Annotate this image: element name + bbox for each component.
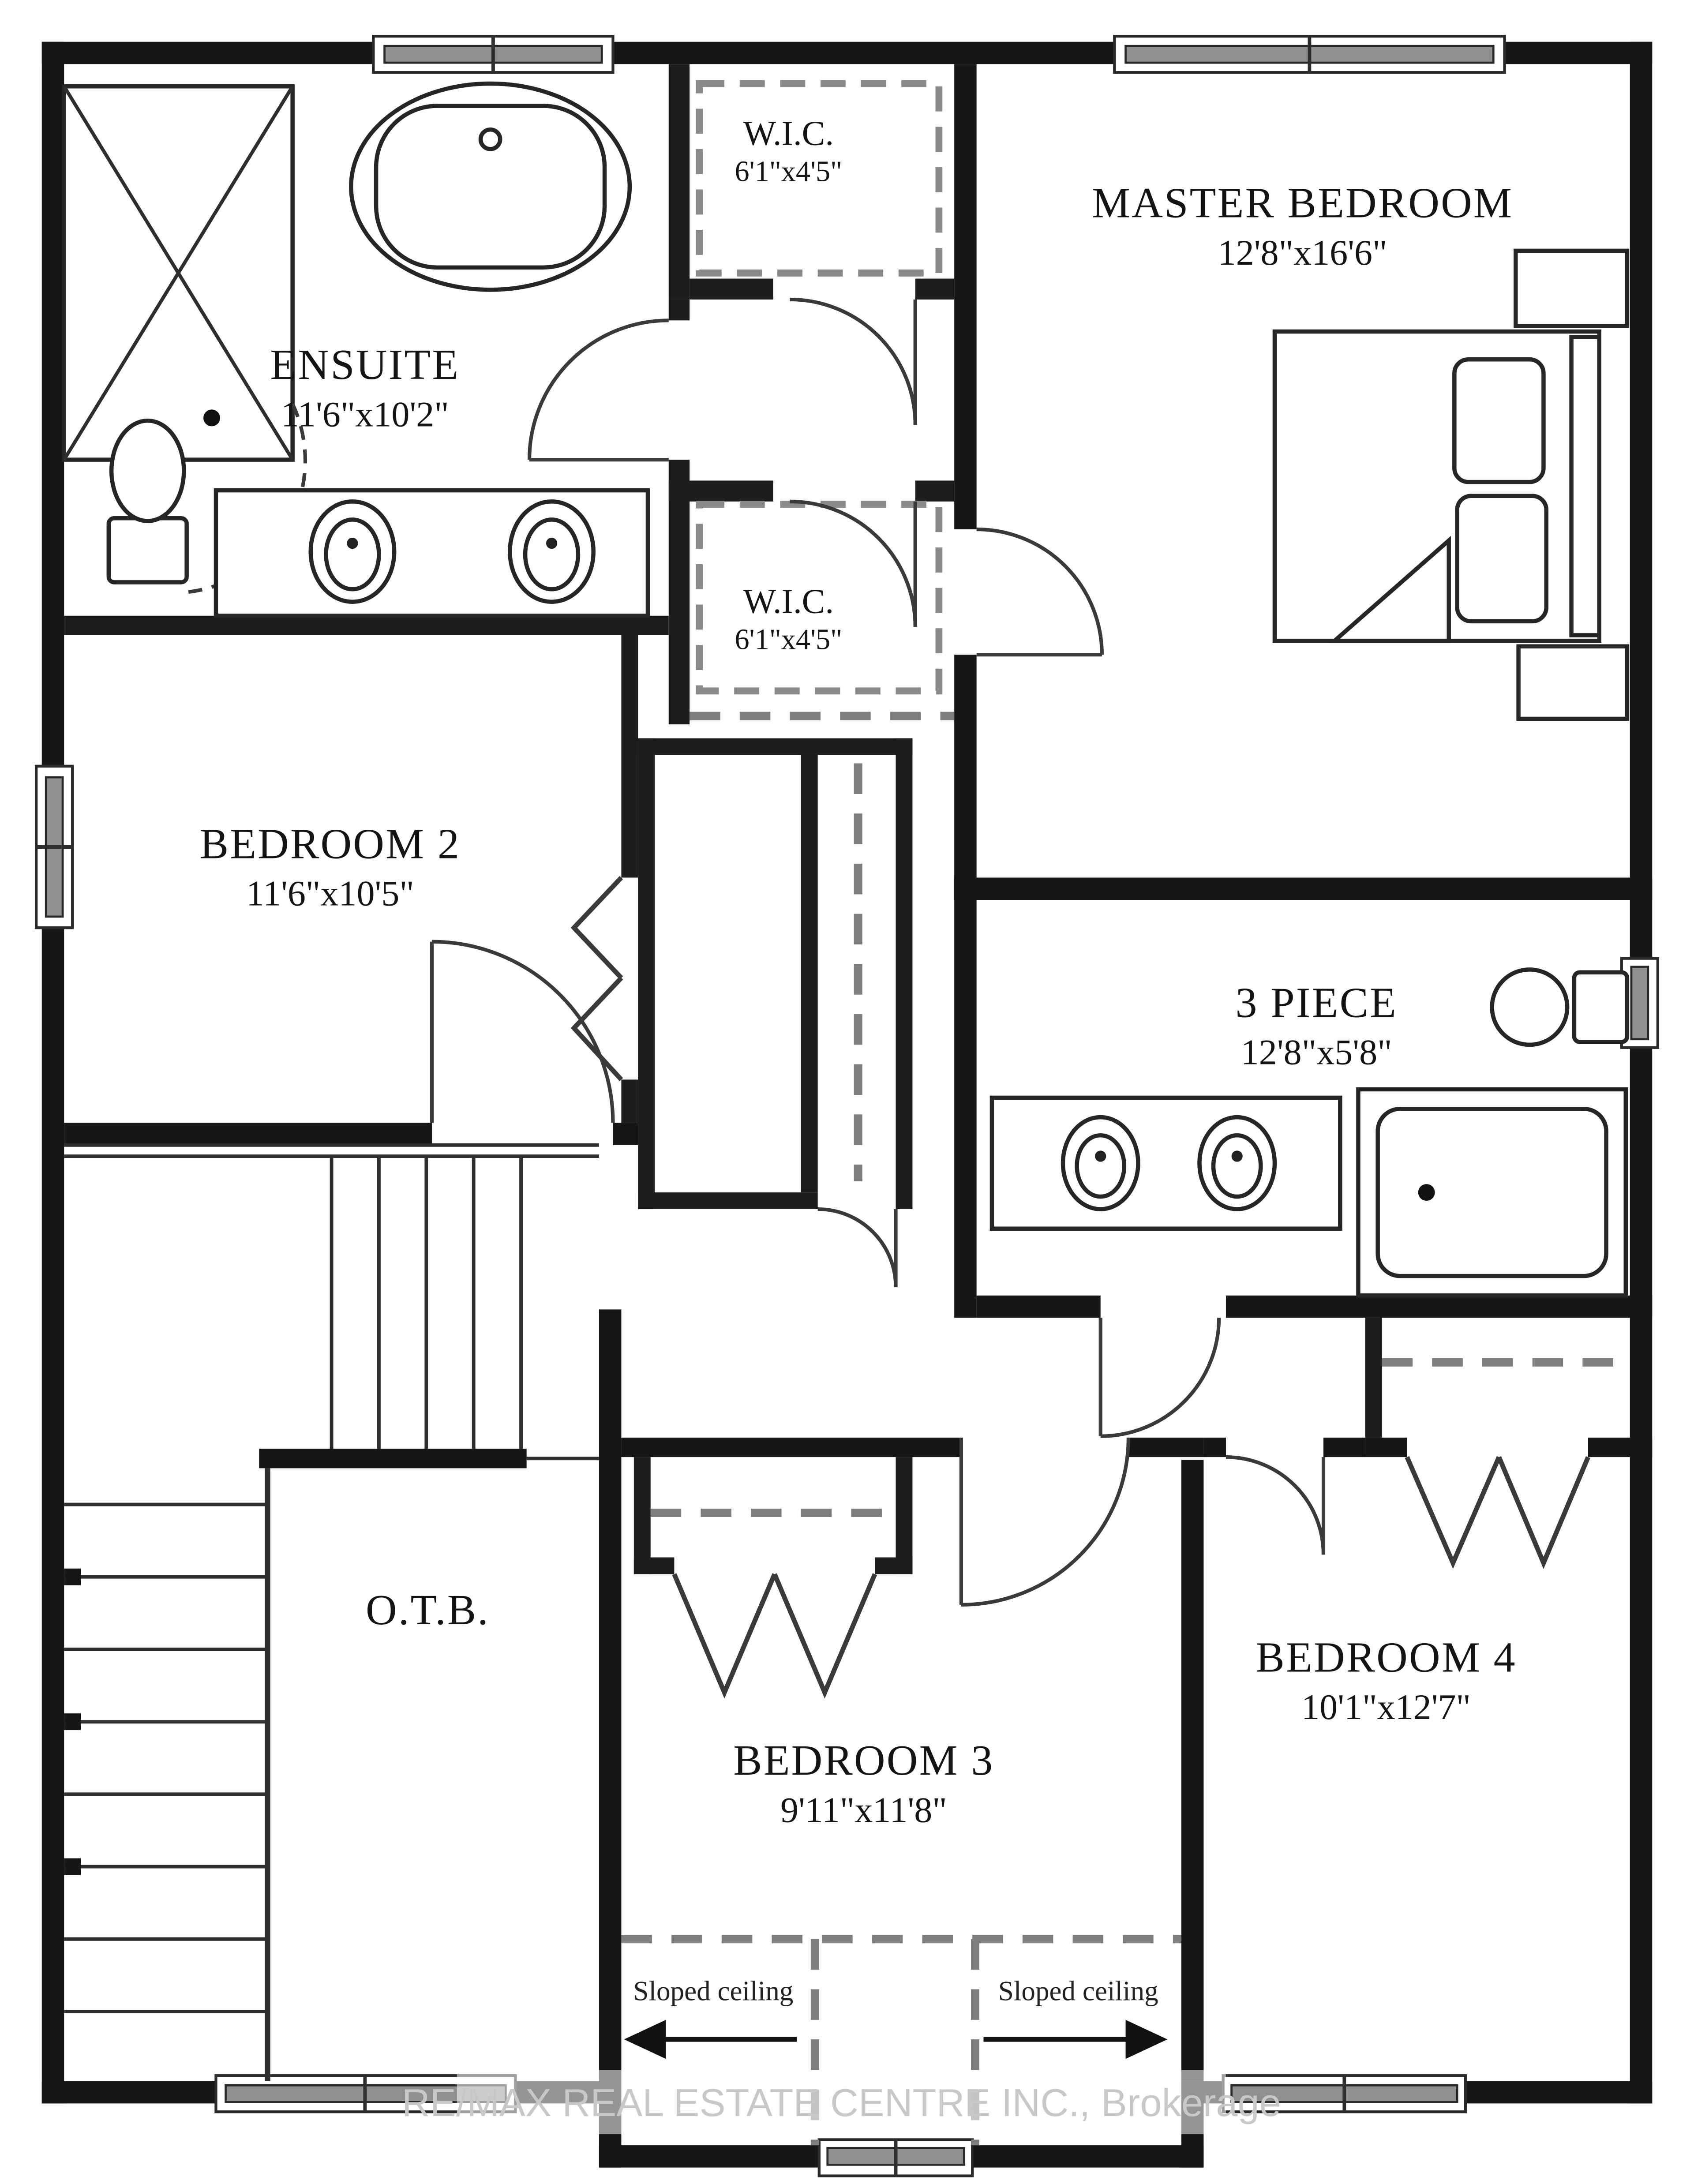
interior-walls	[64, 64, 1653, 2168]
room-dims-ensuite: 11'6"x10'2"	[281, 394, 449, 434]
bifold-door	[570, 876, 1590, 1699]
sloped-ceiling-arrow-left	[624, 2019, 797, 2059]
room-label-wic-mid: W.I.C.	[743, 582, 834, 621]
shower	[62, 84, 307, 594]
room-dims-wic-top: 6'1"x4'5"	[735, 156, 842, 188]
wic-shelving	[696, 501, 943, 695]
bed	[1272, 329, 1601, 643]
window	[34, 764, 74, 929]
room-label-bedroom4: BEDROOM 4	[1256, 1633, 1516, 1681]
sloped-ceiling-arrow-right	[983, 2019, 1168, 2059]
room-label-wic-top: W.I.C.	[743, 114, 834, 153]
room-label-bedroom2: BEDROOM 2	[200, 820, 461, 868]
toilet	[1490, 967, 1630, 1047]
railing-cap	[259, 1449, 527, 1468]
toilet	[106, 418, 189, 584]
window	[817, 2138, 974, 2177]
room-dims-bedroom4: 10'1"x12'7"	[1301, 1687, 1471, 1727]
room-dims-bedroom3: 9'11"x11'8"	[780, 1790, 947, 1830]
soaker-tub	[349, 81, 632, 292]
closet-strip-walls	[638, 738, 913, 1210]
vanity-double-sink	[989, 1095, 1342, 1231]
bathtub	[1356, 1087, 1628, 1298]
bedroom3-closet	[633, 1457, 913, 1574]
headboard	[1569, 335, 1601, 637]
blanket-fold	[1329, 536, 1451, 643]
room-label-otb: O.T.B.	[366, 1586, 490, 1634]
wic-shelving	[696, 80, 943, 277]
nightstand	[1514, 248, 1630, 328]
window	[1222, 2074, 1467, 2113]
vanity-double-sink	[214, 488, 650, 618]
room-dims-wic-mid: 6'1"x4'5"	[735, 624, 842, 656]
pillow	[1455, 494, 1548, 624]
room-label-3piece: 3 PIECE	[1236, 979, 1398, 1026]
stairs	[64, 1143, 599, 2081]
window	[1113, 34, 1506, 74]
door-arc	[430, 297, 1326, 1607]
pillow	[1452, 357, 1546, 484]
watermark-text: RE/MAX REAL ESTATE CENTRE INC., Brokerag…	[402, 2081, 1281, 2124]
watermark: RE/MAX REAL ESTATE CENTRE INC., Brokerag…	[402, 2070, 1281, 2134]
room-dims-3piece: 12'8"x5'8"	[1241, 1032, 1392, 1072]
annotation-sloped-left: Sloped ceiling	[633, 1976, 793, 2007]
room-label-master: MASTER BEDROOM	[1092, 180, 1513, 227]
room-label-ensuite: ENSUITE	[270, 341, 460, 389]
window	[372, 34, 615, 74]
annotation-sloped-right: Sloped ceiling	[998, 1976, 1158, 2007]
room-label-bedroom3: BEDROOM 3	[733, 1737, 994, 1784]
room-dims-bedroom2: 11'6"x10'5"	[246, 873, 414, 914]
nightstand	[1516, 644, 1630, 721]
room-dims-master: 12'8"x16'6"	[1218, 232, 1387, 273]
